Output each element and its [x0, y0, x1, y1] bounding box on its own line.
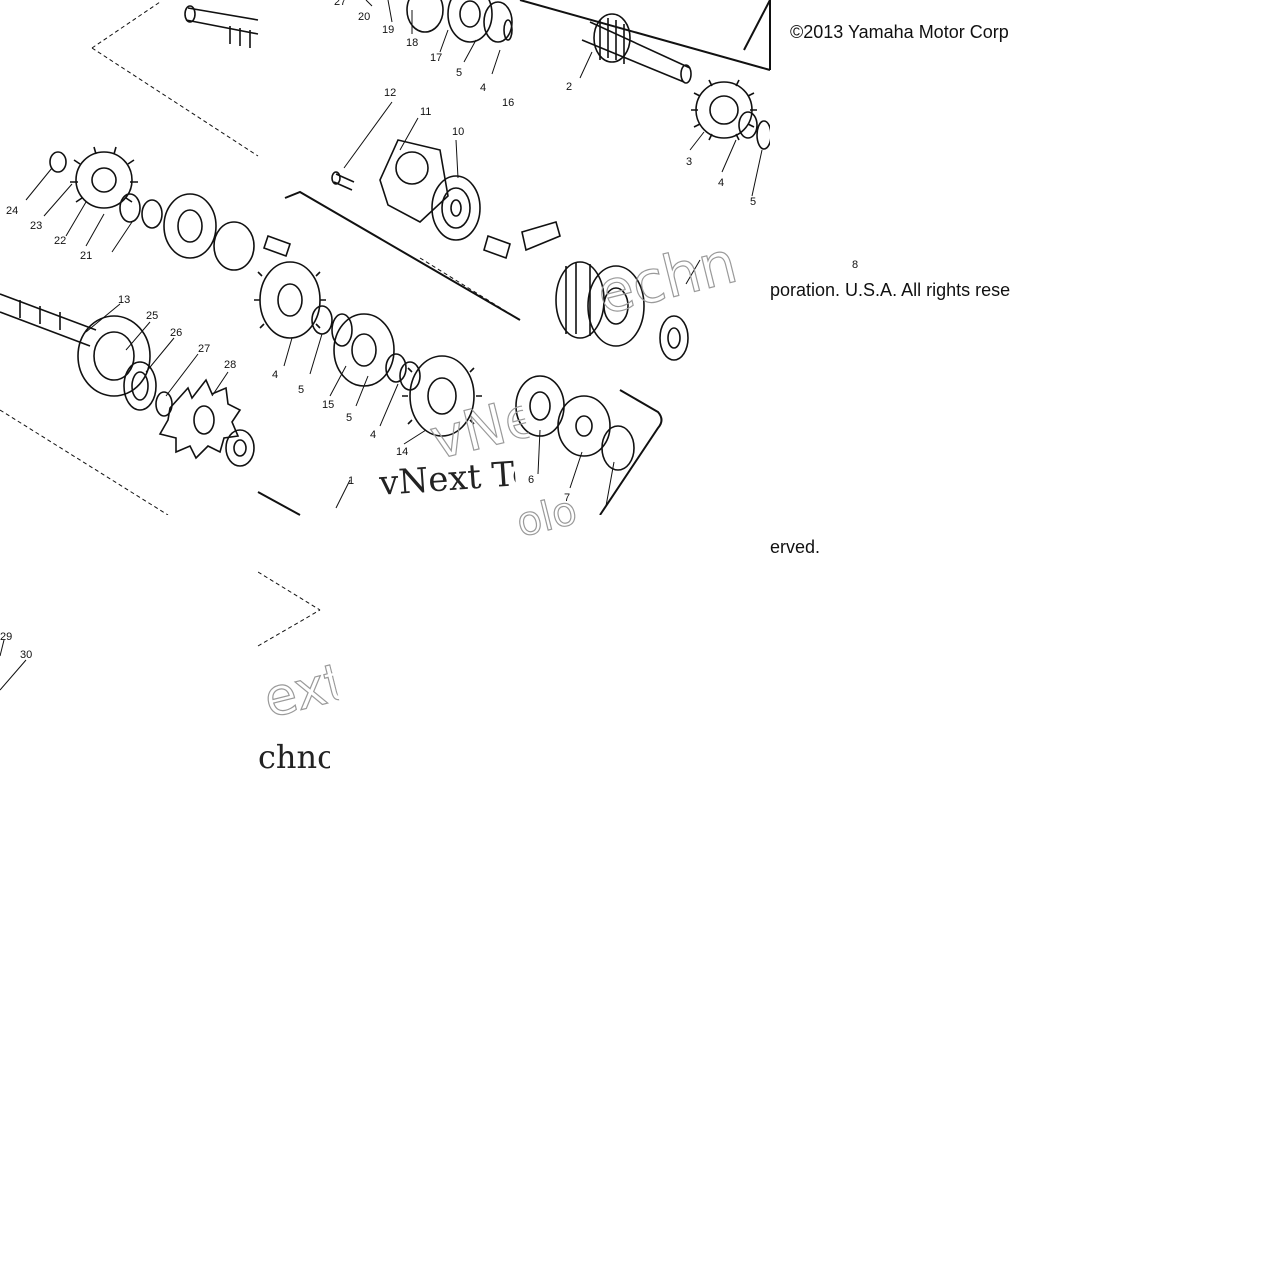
callout-number: 4 [718, 177, 724, 189]
callout-number: 29 [0, 631, 12, 643]
gear-stack-left [49, 146, 292, 271]
sprocket-28 [158, 378, 255, 467]
callout-number: 5 [298, 384, 304, 396]
callout-number: 7 [564, 492, 570, 504]
callout-number: 23 [30, 220, 42, 232]
callout-number: 11 [420, 106, 431, 118]
copyright-line-3: erved. [770, 537, 821, 557]
callout-number: 16 [502, 97, 514, 109]
callout-number: 24 [6, 205, 18, 217]
watermark-text-2: chno [258, 738, 330, 776]
callout-number: 10 [452, 126, 464, 138]
gear-3 [691, 79, 772, 150]
callout-number: 2 [566, 81, 572, 93]
callout-number: 15 [322, 399, 334, 411]
main-shaft-2 [581, 13, 692, 84]
callout-number: 5 [346, 412, 352, 424]
callout-number: 21 [80, 250, 92, 262]
spline-and-fwd-tag [483, 221, 561, 260]
drive-axle-cluster [555, 261, 689, 361]
callout-number: 27 [198, 343, 210, 355]
callout-number: 4 [272, 369, 278, 381]
callout-number: 19 [382, 24, 394, 36]
callout-number: 5 [750, 196, 756, 208]
frame-lines [257, 0, 771, 516]
callout-number: 20 [358, 11, 370, 23]
callout-number: 1 [348, 475, 354, 487]
callout-number: 8 [852, 259, 858, 271]
copyright-line-1: ©2013 Yamaha Motor Corp [790, 22, 1009, 42]
callout-number: 13 [118, 294, 130, 306]
callout-number: 12 [384, 87, 396, 99]
callout-number: 3 [686, 156, 692, 168]
callout-number: 26 [170, 327, 182, 339]
callout-number: 5 [456, 67, 462, 79]
callout-numbers: 27 20 19 18 17 5 4 16 2 3 4 5 12 11 10 2… [0, 0, 858, 661]
main-shaft-13 [0, 293, 173, 417]
tile-gaps [0, 70, 1285, 1285]
callout-number: 17 [430, 52, 442, 64]
callout-number: 18 [406, 37, 418, 49]
gear-6-7 [515, 375, 635, 471]
callout-number: 6 [528, 474, 534, 486]
callout-number: 4 [480, 82, 486, 94]
callout-number: 22 [54, 235, 66, 247]
callout-number: 14 [396, 446, 408, 458]
upper-shaft [184, 5, 259, 48]
callout-number: 4 [370, 429, 376, 441]
leader-lines [0, 0, 763, 691]
copyright-line-2: poration. U.S.A. All rights rese [770, 280, 1011, 300]
callout-number: 25 [146, 310, 158, 322]
bearing-plate [331, 139, 481, 241]
gear-cluster-top [406, 0, 513, 43]
callout-number: 28 [224, 359, 236, 371]
callout-number: 27 [334, 0, 346, 8]
callout-number: 30 [20, 649, 32, 661]
